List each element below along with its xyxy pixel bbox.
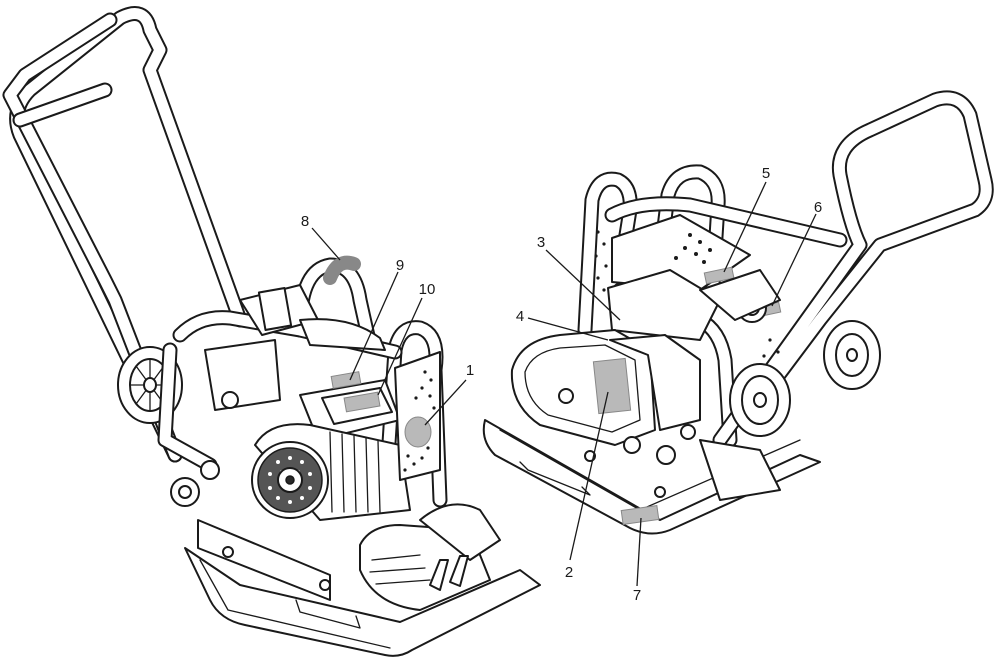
left-guide-handle[interactable] <box>2 6 248 463</box>
leader-6 <box>771 213 817 307</box>
right-transport-wheels <box>729 320 881 437</box>
leader-5 <box>723 181 767 273</box>
left-exciter <box>359 503 501 611</box>
leader-10 <box>377 297 423 396</box>
left-electric-motor <box>251 423 411 521</box>
leader-9 <box>349 271 399 381</box>
leader-2 <box>569 391 609 561</box>
callout-numbers: 1 2 3 4 5 6 7 8 9 10 <box>301 165 822 604</box>
left-base-plate <box>184 519 541 657</box>
left-handle-pivot <box>170 391 239 507</box>
leader-3 <box>545 249 621 321</box>
leader-8 <box>311 227 341 261</box>
callout-1: 1 <box>466 362 474 379</box>
right-guide-handle[interactable] <box>712 90 994 448</box>
left-side-plate <box>394 351 441 481</box>
leader-1 <box>424 379 467 426</box>
left-compactor <box>2 6 541 657</box>
callout-9: 9 <box>396 257 404 274</box>
callout-6: 6 <box>814 199 822 216</box>
callout-3: 3 <box>537 234 545 251</box>
right-front-hardware <box>584 424 781 501</box>
right-belt-guard <box>510 329 701 446</box>
callout-leaders <box>311 181 817 587</box>
callout-7: 7 <box>633 587 641 604</box>
right-engine <box>594 214 782 358</box>
callout-10: 10 <box>419 281 436 298</box>
callout-4: 4 <box>516 308 524 325</box>
callout-5: 5 <box>762 165 770 182</box>
leader-7 <box>636 517 642 587</box>
callout-8: 8 <box>301 213 309 230</box>
left-handle-grip-label <box>323 255 361 285</box>
callout-2: 2 <box>565 564 573 581</box>
leader-4 <box>527 317 609 341</box>
left-engine <box>204 284 401 441</box>
right-compactor <box>482 90 994 535</box>
